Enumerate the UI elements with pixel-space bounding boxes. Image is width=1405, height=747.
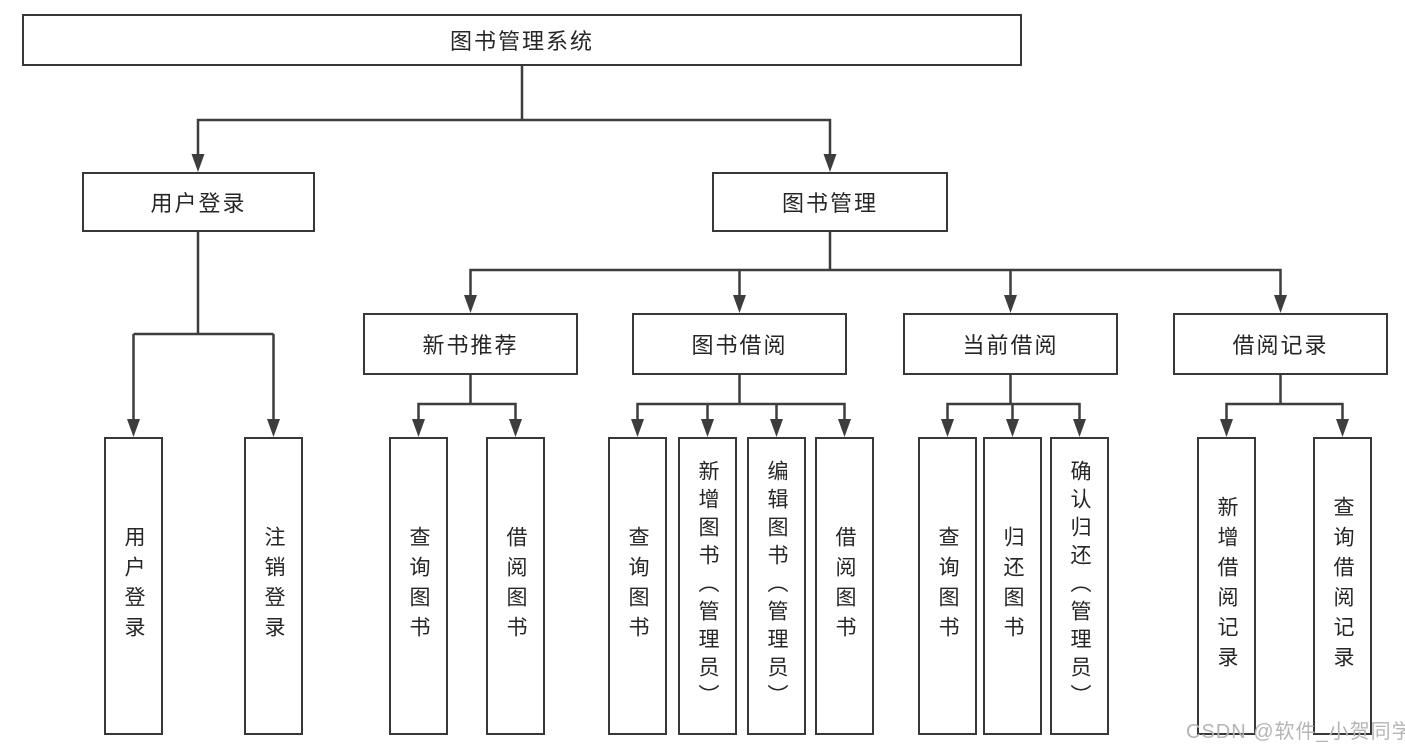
node-label: 图书借阅 xyxy=(691,333,788,358)
leaf-query-borrow-record: 查询借阅记录 xyxy=(1313,437,1372,735)
leaf-return-books: 归还图书 xyxy=(983,437,1042,735)
node-label: 新增图书（管理员） xyxy=(696,460,719,712)
node-label: 用户登录 xyxy=(150,191,247,216)
node-label: 新增借阅记录 xyxy=(1215,496,1238,676)
leaf-query-books-3: 查询图书 xyxy=(918,437,977,735)
node-label: 图书管理系统 xyxy=(449,29,594,54)
node-label: 查询图书 xyxy=(407,526,430,646)
node-borrowing-records: 借阅记录 xyxy=(1173,313,1388,375)
leaf-borrow-books-1: 借阅图书 xyxy=(486,437,545,735)
node-label: 新书推荐 xyxy=(422,333,519,358)
node-root: 图书管理系统 xyxy=(22,14,1022,66)
node-current-borrowing: 当前借阅 xyxy=(903,313,1118,375)
node-user-login: 用户登录 xyxy=(82,172,315,232)
leaf-query-books-1: 查询图书 xyxy=(389,437,448,735)
node-label: 归还图书 xyxy=(1001,526,1024,646)
leaf-borrow-books-2: 借阅图书 xyxy=(815,437,874,735)
node-label: 当前借阅 xyxy=(962,333,1059,358)
leaf-logout: 注销登录 xyxy=(244,437,303,735)
node-book-borrowing: 图书借阅 xyxy=(632,313,847,375)
node-book-management: 图书管理 xyxy=(712,172,948,232)
node-new-book-recommend: 新书推荐 xyxy=(363,313,578,375)
leaf-add-borrow-record: 新增借阅记录 xyxy=(1197,437,1256,735)
csdn-watermark: CSDN @软件_小贺同学 xyxy=(1186,721,1405,743)
leaf-edit-books-admin: 编辑图书（管理员） xyxy=(747,437,806,735)
node-label: 确认归还（管理员） xyxy=(1068,460,1091,712)
node-label: 查询借阅记录 xyxy=(1331,496,1354,676)
leaf-query-books-2: 查询图书 xyxy=(608,437,667,735)
node-label: 编辑图书（管理员） xyxy=(765,460,788,712)
leaf-add-books-admin: 新增图书（管理员） xyxy=(678,437,737,735)
node-label: 借阅图书 xyxy=(833,526,856,646)
node-label: 用户登录 xyxy=(122,526,145,646)
leaf-confirm-return-admin: 确认归还（管理员） xyxy=(1050,437,1109,735)
node-label: 查询图书 xyxy=(626,526,649,646)
node-label: 借阅图书 xyxy=(504,526,527,646)
arrowheads xyxy=(127,154,1349,437)
leaf-user-login: 用户登录 xyxy=(104,437,163,735)
node-label: 查询图书 xyxy=(936,526,959,646)
node-label: 借阅记录 xyxy=(1232,333,1329,358)
node-label: 图书管理 xyxy=(781,191,878,216)
node-label: 注销登录 xyxy=(262,526,285,646)
